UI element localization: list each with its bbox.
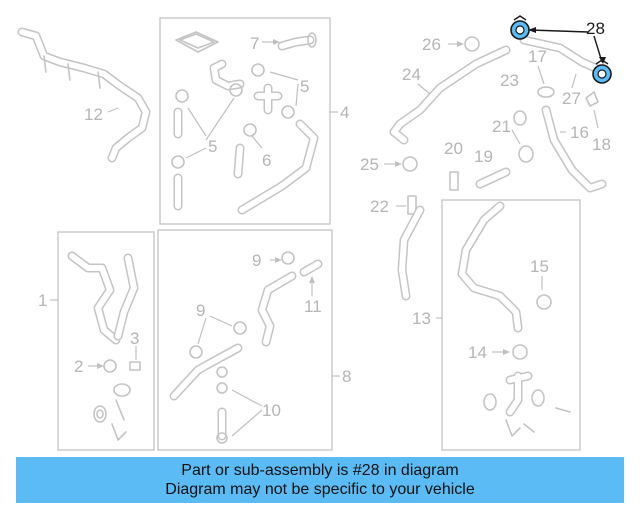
clamp-25 (402, 156, 418, 172)
callout-5-upper: 5 (300, 77, 309, 96)
clamp-28-highlighted-bottom (592, 59, 612, 84)
leader-9b (197, 315, 233, 345)
leader-24 (417, 83, 431, 95)
callout-7: 7 (250, 34, 259, 53)
callout-8: 8 (342, 367, 351, 386)
elbow-hose-upper (209, 59, 245, 91)
group-box-13 (441, 199, 581, 451)
callout-19: 19 (474, 147, 493, 166)
pipe-19 (475, 167, 511, 189)
long-hose-4 (237, 119, 319, 215)
callout-3: 3 (130, 329, 139, 348)
callout-26: 26 (422, 35, 441, 54)
leader-18 (593, 109, 599, 129)
clamp-15 (536, 294, 552, 310)
callout-28: 28 (586, 19, 605, 38)
pipe-8 (169, 343, 243, 441)
callout-2: 2 (74, 357, 83, 376)
group-box-4 (159, 17, 331, 225)
gasket-plate (175, 31, 219, 53)
leader-5a (269, 71, 299, 107)
callout-10: 10 (262, 401, 281, 420)
t-connector (253, 83, 283, 115)
callout-11: 11 (304, 297, 322, 316)
callout-9-lower: 9 (196, 301, 205, 320)
clamp-14 (512, 344, 528, 360)
clamps-5 (171, 63, 295, 169)
callout-1: 1 (38, 291, 47, 310)
leader-27 (571, 73, 577, 89)
hose-13 (457, 201, 523, 333)
clamp-26 (464, 36, 480, 52)
clamp-9b-1 (233, 321, 247, 335)
callout-22: 22 (370, 197, 389, 216)
leader-17 (537, 65, 545, 85)
pipe-16 (541, 105, 607, 193)
banner-line-1: Part or sub-assembly is #28 in diagram (181, 462, 459, 479)
group-box-8 (157, 229, 333, 451)
callout-4: 4 (340, 103, 349, 122)
callout-14: 14 (468, 343, 487, 362)
fittings-1 (93, 383, 131, 441)
callout-24: 24 (402, 65, 421, 84)
connector-11 (299, 259, 323, 277)
leader-12 (107, 107, 119, 113)
callout-5-lower: 5 (208, 137, 217, 156)
parts-diagram: 12 7 5 4 5 6 1 3 2 9 11 9 8 10 26 24 17 … (17, 15, 612, 451)
short-pipes (173, 107, 245, 211)
pipe-assembly-12 (17, 27, 151, 163)
callout-23: 23 (500, 71, 519, 90)
leader-6 (251, 135, 263, 149)
callout-16: 16 (570, 123, 589, 142)
hose-assembly-1 (67, 251, 139, 345)
clamp-2 (103, 359, 117, 373)
callout-6: 6 (262, 151, 271, 170)
callout-25: 25 (360, 155, 379, 174)
hose-24 (389, 45, 511, 145)
hose-7 (277, 32, 317, 51)
hose-22-long (397, 205, 425, 301)
group-box-1 (57, 231, 155, 451)
hose-27 (519, 35, 605, 75)
clamp-28-highlighted-top (510, 15, 530, 40)
clamps-10 (216, 366, 228, 444)
fittings-13 (483, 371, 571, 437)
seal-23 (513, 110, 527, 126)
callout-27: 27 (562, 89, 581, 108)
clamp-9a (281, 251, 295, 265)
callout-9-upper: 9 (252, 251, 261, 270)
callout-20: 20 (444, 139, 463, 158)
part-20 (449, 171, 459, 191)
leader-10 (231, 389, 263, 437)
callout-21: 21 (492, 117, 511, 136)
leader-5b (185, 97, 235, 159)
clamp-9b-2 (189, 345, 203, 359)
hose-8 (257, 271, 297, 347)
callout-18: 18 (592, 135, 611, 154)
callout-13: 13 (412, 309, 431, 328)
seal-17 (537, 86, 555, 98)
callout-17: 17 (528, 47, 547, 66)
info-banner: Part or sub-assembly is #28 in diagram D… (16, 457, 624, 503)
callout-12: 12 (84, 105, 103, 124)
seal-21 (518, 145, 534, 163)
leader-21 (511, 129, 521, 145)
banner-line-2: Diagram may not be specific to your vehi… (165, 481, 475, 498)
callout-15: 15 (530, 257, 549, 276)
